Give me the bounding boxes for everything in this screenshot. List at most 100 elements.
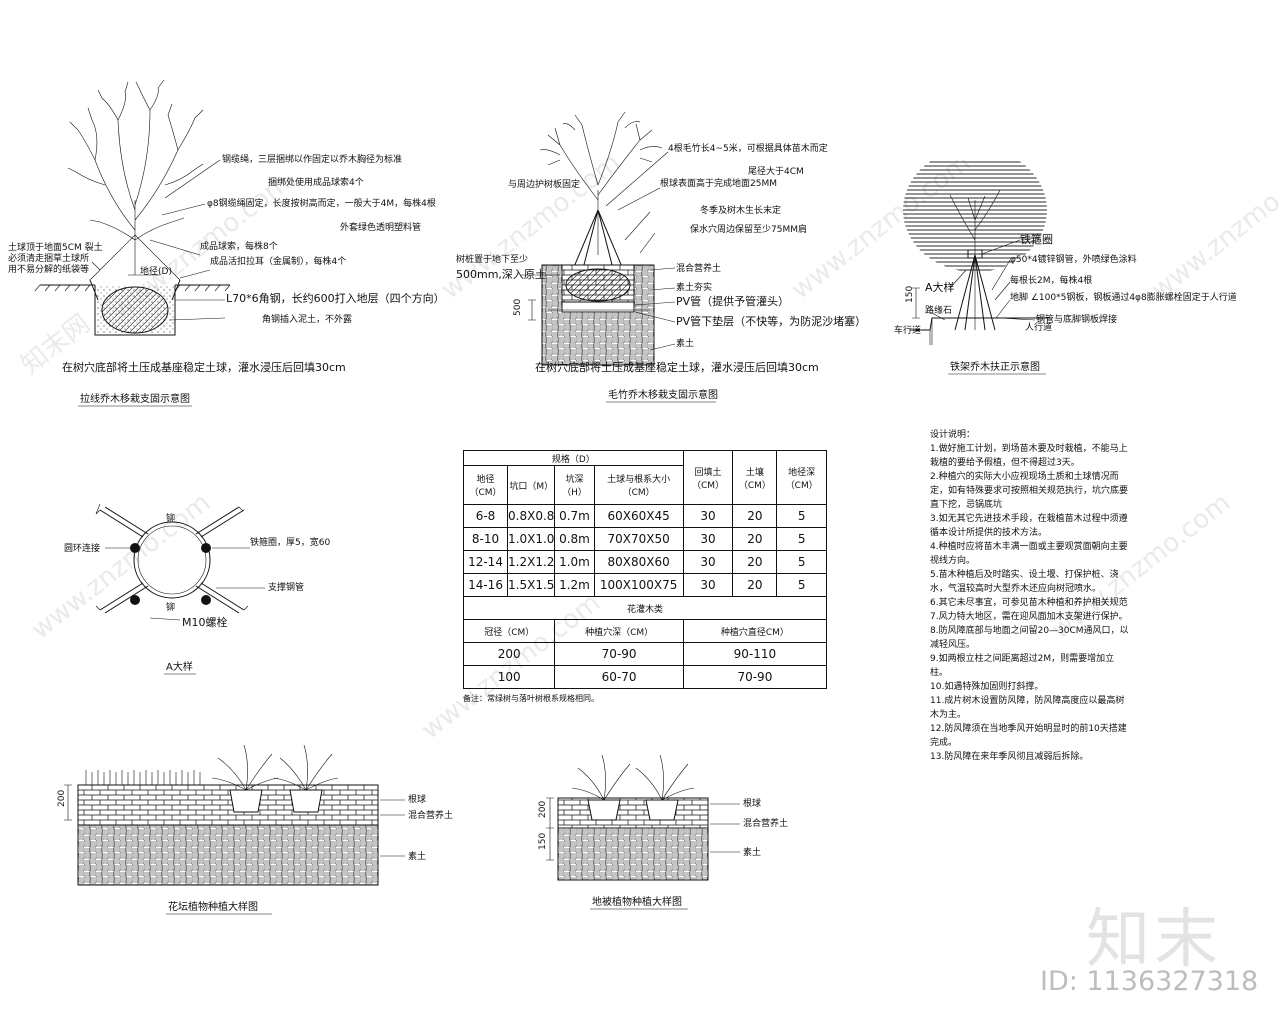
- fig6-label: 根球: [743, 797, 761, 809]
- fig3-label: A大样: [925, 280, 955, 294]
- watermark-text: www.znzmo.com: [1146, 148, 1280, 306]
- fig4-label: 铆: [166, 601, 175, 613]
- table-header: 地径（CM）: [462, 465, 509, 505]
- table-cell: 12-14: [462, 550, 509, 574]
- note-item: 12.防风障须在当地季风开始明显时的前10天搭建完成。: [930, 724, 1127, 748]
- table-cell: 1.5X1.5: [507, 573, 556, 597]
- fig1-label: 成品活扣拉耳（金属制），每株4个: [210, 255, 346, 267]
- note-item: 5.苗木种植后及时踏实、设土堰、打保护桩、浇水，气温较高时大型乔木还应向树冠喷水…: [930, 570, 1119, 594]
- table-header: 坑深（H）: [554, 465, 595, 505]
- table-cell: 20: [732, 573, 778, 597]
- table-sub-header: 冠径（CM）: [462, 619, 556, 643]
- note-item: 10.如遇特殊加固则打斜撑。: [930, 682, 1044, 692]
- fig6-caption: 地被植物种植大样图: [592, 895, 682, 908]
- fig3-label: 车行道: [894, 324, 921, 336]
- fig2-label: 500mm,深入原土: [456, 268, 546, 281]
- note-item: 2.种植穴的实际大小应视现场土质和土球情况而定，如有特殊要求可按照相关规范执行，…: [930, 472, 1129, 510]
- fig5-caption: 花坛植物种植大样图: [168, 900, 258, 913]
- fig2-caption: 毛竹乔木移栽支固示意图: [608, 388, 718, 401]
- fig3-label: 铁箍圈: [1020, 232, 1053, 246]
- table-cell: 100: [462, 665, 556, 689]
- table-cell: 20: [732, 527, 778, 551]
- figure-bamboo-stake-tree: 500 4根毛竹长4~5米，可根据具体苗木而定 尾径大于4CM 与周边护树板固定…: [456, 111, 866, 403]
- note-item: 1.做好施工计划，到场苗木要及时栽植，不能马上栽植的要给予假植，但不得超过3天。: [930, 444, 1128, 468]
- table-cell: 5: [776, 550, 827, 574]
- fig3-caption: 铁架乔木扶正示意图: [950, 360, 1040, 373]
- table-cell: 1.2X1.2: [507, 550, 556, 574]
- fig5-dim: 200: [57, 790, 67, 807]
- table-row: 14-16 1.5X1.5 1.2m 100X100X75 30 20 5: [462, 573, 827, 597]
- fig3-label: 人行道: [1025, 321, 1052, 333]
- table-cell: 1.0m: [554, 550, 595, 574]
- fig2-label: 尾径大于4CM: [748, 165, 804, 177]
- fig2-label: 混合营养土: [676, 262, 721, 274]
- table-cell: 0.8m: [554, 527, 595, 551]
- fig2-label: 冬季及树木生长末定: [700, 204, 781, 216]
- fig5-label: 混合营养土: [408, 809, 453, 821]
- fig1-caption: 拉线乔木移栽支固示意图: [80, 392, 190, 405]
- fig1-label: 成品球索，每株8个: [200, 240, 278, 252]
- table-sub-title: 花灌木类: [463, 596, 827, 620]
- fig2-label: 保水穴周边保留至少75MM肩: [690, 223, 807, 235]
- table-cell: 20: [732, 550, 778, 574]
- fig4-label: 圆环连接: [64, 542, 100, 554]
- note-item: 3.如无其它先进技术手段，在栽植苗木过程中须遵循本设计所提供的技术方法。: [930, 514, 1128, 538]
- table-row: 6-8 0.8X0.8 0.7m 60X60X45 30 20 5: [462, 504, 827, 528]
- fig2-label: 4根毛竹长4~5米，可根据具体苗木而定: [668, 142, 828, 154]
- fig4-label: 支撑钢管: [268, 581, 304, 593]
- table-cell: 70X70X50: [593, 527, 684, 551]
- table-cell: 90-110: [682, 642, 828, 666]
- fig1-label: 用不易分解的纸袋等: [8, 263, 89, 275]
- fig2-label: PV管下垫层（不快等，为防泥沙堵塞）: [676, 314, 866, 328]
- table-cell: 30: [682, 573, 734, 597]
- table-note: 备注：常绿树与落叶树根系规格相同。: [463, 694, 599, 703]
- table-cell: 60X60X45: [593, 504, 684, 528]
- table-row: 200 70-90 90-110: [462, 642, 828, 666]
- table-cell: 1.0X1.0: [507, 527, 556, 551]
- fig2-label: 素土: [676, 337, 694, 349]
- table-header: 土球与根系大小（CM）: [593, 465, 684, 505]
- fig5-label: 素土: [408, 850, 426, 862]
- fig4-label: 铁箍圈，厚5，宽60: [250, 536, 330, 548]
- figure-ground-cover: 200 150 根球 混合营养土 素土 地被植物种植大样图: [538, 754, 788, 910]
- figure-guy-wire-tree: 钢缆绳，三层捆绑以作固定以乔木胸径为标准 捆绑处使用成品球索4个 φ8钢缆绳固定…: [8, 79, 445, 407]
- fig2-dim: 500: [513, 299, 523, 316]
- note-item: 13.防风障在来年季风彻且减弱后拆除。: [930, 752, 1089, 762]
- table-sub-header: 种植穴直径CM）: [682, 619, 828, 643]
- fig6-dim: 150: [538, 833, 548, 850]
- note-item: 6.其它未尽事宜，可参见苗木种植和养护相关规范: [930, 598, 1128, 608]
- table-cell: 30: [682, 504, 734, 528]
- table-cell: 0.8X0.8: [507, 504, 556, 528]
- table-header: 坑口（M）: [507, 465, 556, 505]
- fig6-label: 混合营养土: [743, 817, 788, 829]
- table-cell: 1.2m: [554, 573, 595, 597]
- design-notes: 设计说明： 1.做好施工计划，到场苗木要及时栽植，不能马上栽植的要给予假植，但不…: [930, 428, 1130, 764]
- table-group-header: 规格（D）: [463, 450, 684, 466]
- fig1-label: 钢缆绳，三层捆绑以作固定以乔木胸径为标准: [222, 153, 402, 165]
- brand-watermark: 知末: [1086, 903, 1222, 977]
- note-item: 4.种植时应将苗木丰满一面或主要观赏面朝向主要视线方向。: [930, 542, 1128, 566]
- note-item: 8.防风障底部与地面之间留20—30CM通风口，以减轻风压。: [930, 626, 1129, 650]
- figure-iron-frame-tree: 150 铁箍圈 φ50*4镀锌钢管，外喷绿色涂料 每根长2M，每株4根 地脚 ∠…: [894, 145, 1237, 375]
- fig3-dim: 150: [905, 286, 915, 303]
- table-cell: 30: [682, 550, 734, 574]
- fig2-label: 素土夯实: [676, 281, 712, 293]
- fig2-label: 根球表面高于完成地面25MM: [660, 177, 777, 189]
- fig3-label: φ50*4镀锌钢管，外喷绿色涂料: [1010, 253, 1137, 265]
- table-cell: 70-90: [682, 665, 828, 689]
- note-item: 9.如两根立柱之间距离超过2M，则需要增加立柱。: [930, 654, 1115, 678]
- note-item: 7.风力特大地区，需在迎风面加木支架进行保护。: [930, 612, 1128, 622]
- fig1-label: 捆绑处使用成品球索4个: [268, 176, 364, 188]
- fig1-label: 土球顶于地面5CM 裂土: [8, 241, 103, 253]
- fig4-caption: A大样: [166, 660, 193, 673]
- table-cell: 20: [732, 504, 778, 528]
- fig3-label: 路缘石: [925, 304, 952, 316]
- fig1-label: φ8钢缆绳固定，长度按树高而定，一般大于4M，每株4根: [207, 197, 436, 209]
- note-item: 11.成片树木设置防风障，防风障高度应以最高树木为主。: [930, 696, 1125, 720]
- fig1-label: 必须清走捆草土球所: [8, 252, 89, 264]
- table-cell: 70-90: [554, 642, 684, 666]
- notes-title: 设计说明：: [930, 430, 976, 440]
- table-sub-header: 种植穴深（CM）: [554, 619, 684, 643]
- fig1-label: 在树穴底部将土压成基座稳定土球，灌水浸压后回填30cm: [62, 360, 346, 374]
- table-header: 地径深（CM）: [776, 450, 827, 505]
